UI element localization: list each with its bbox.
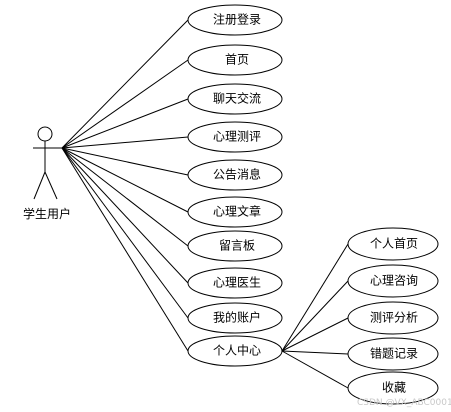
assoc-announcements bbox=[61, 147, 189, 176]
assoc-register-login bbox=[61, 19, 189, 149]
use-case-personal-home: 个人首页 bbox=[347, 227, 439, 261]
assoc-psych-consult bbox=[281, 280, 349, 352]
use-case-announcements: 公告消息 bbox=[187, 159, 283, 191]
sub-use-cases: 个人首页 心理咨询 测评分析 错题记录 收藏 bbox=[347, 227, 439, 405]
use-case-label: 错题记录 bbox=[370, 347, 418, 361]
actor-associations bbox=[61, 19, 189, 352]
actor-name: 学生用户 bbox=[23, 206, 71, 221]
use-case-label: 心理文章 bbox=[213, 204, 261, 219]
watermark-text: CSDN @VX_ABC0001 bbox=[357, 398, 451, 408]
use-case-home: 首页 bbox=[187, 44, 283, 76]
assoc-personal-home bbox=[281, 243, 349, 352]
assoc-home bbox=[61, 59, 189, 149]
use-case-label: 心理咨询 bbox=[370, 273, 418, 288]
use-case-label: 测评分析 bbox=[370, 311, 418, 325]
use-case-psych-test: 心理测评 bbox=[187, 121, 283, 153]
use-case-error-records: 错题记录 bbox=[347, 337, 439, 371]
assoc-chat bbox=[61, 98, 189, 149]
use-case-message-board: 留言板 bbox=[187, 230, 283, 262]
use-case-register-login: 注册登录 bbox=[187, 4, 283, 36]
actor-right-leg bbox=[44, 171, 58, 200]
assoc-test-analysis bbox=[281, 317, 349, 352]
assoc-personal-center bbox=[61, 147, 189, 352]
actor-head bbox=[37, 126, 53, 142]
actor-left-leg bbox=[33, 171, 46, 200]
use-case-label: 个人中心 bbox=[213, 343, 261, 358]
assoc-message-board bbox=[61, 147, 189, 247]
personal-center-associations bbox=[281, 243, 349, 389]
use-case-label: 首页 bbox=[225, 53, 249, 67]
assoc-psych-doctor bbox=[61, 147, 189, 284]
use-case-psych-consult: 心理咨询 bbox=[347, 264, 439, 298]
actor-figure: 学生用户 bbox=[23, 126, 71, 221]
use-case-label: 公告消息 bbox=[213, 167, 261, 182]
main-use-cases: 注册登录 首页 聊天交流 心理测评 公告消息 心理文章 留言板 心理医生 bbox=[187, 4, 283, 367]
assoc-error-records bbox=[281, 350, 349, 355]
use-case-psych-articles: 心理文章 bbox=[187, 196, 283, 228]
assoc-favorites bbox=[281, 350, 349, 389]
use-case-label: 留言板 bbox=[219, 239, 255, 253]
use-case-label: 我的账户 bbox=[213, 310, 261, 325]
use-case-label: 聊天交流 bbox=[213, 91, 261, 106]
use-case-label: 个人首页 bbox=[370, 237, 418, 251]
assoc-psych-test bbox=[61, 136, 189, 149]
use-case-label: 心理医生 bbox=[213, 276, 261, 290]
use-case-chat: 聊天交流 bbox=[187, 83, 283, 115]
use-case-label: 心理测评 bbox=[213, 130, 261, 144]
use-case-my-account: 我的账户 bbox=[187, 302, 283, 334]
use-case-test-analysis: 测评分析 bbox=[347, 301, 439, 335]
use-case-label: 收藏 bbox=[382, 381, 406, 395]
use-case-label: 注册登录 bbox=[213, 12, 261, 27]
assoc-psych-articles bbox=[61, 147, 189, 213]
assoc-my-account bbox=[61, 147, 189, 319]
use-case-psych-doctor: 心理医生 bbox=[187, 267, 283, 299]
use-case-favorites: 收藏 bbox=[347, 371, 439, 405]
use-case-personal-center: 个人中心 bbox=[187, 335, 283, 367]
